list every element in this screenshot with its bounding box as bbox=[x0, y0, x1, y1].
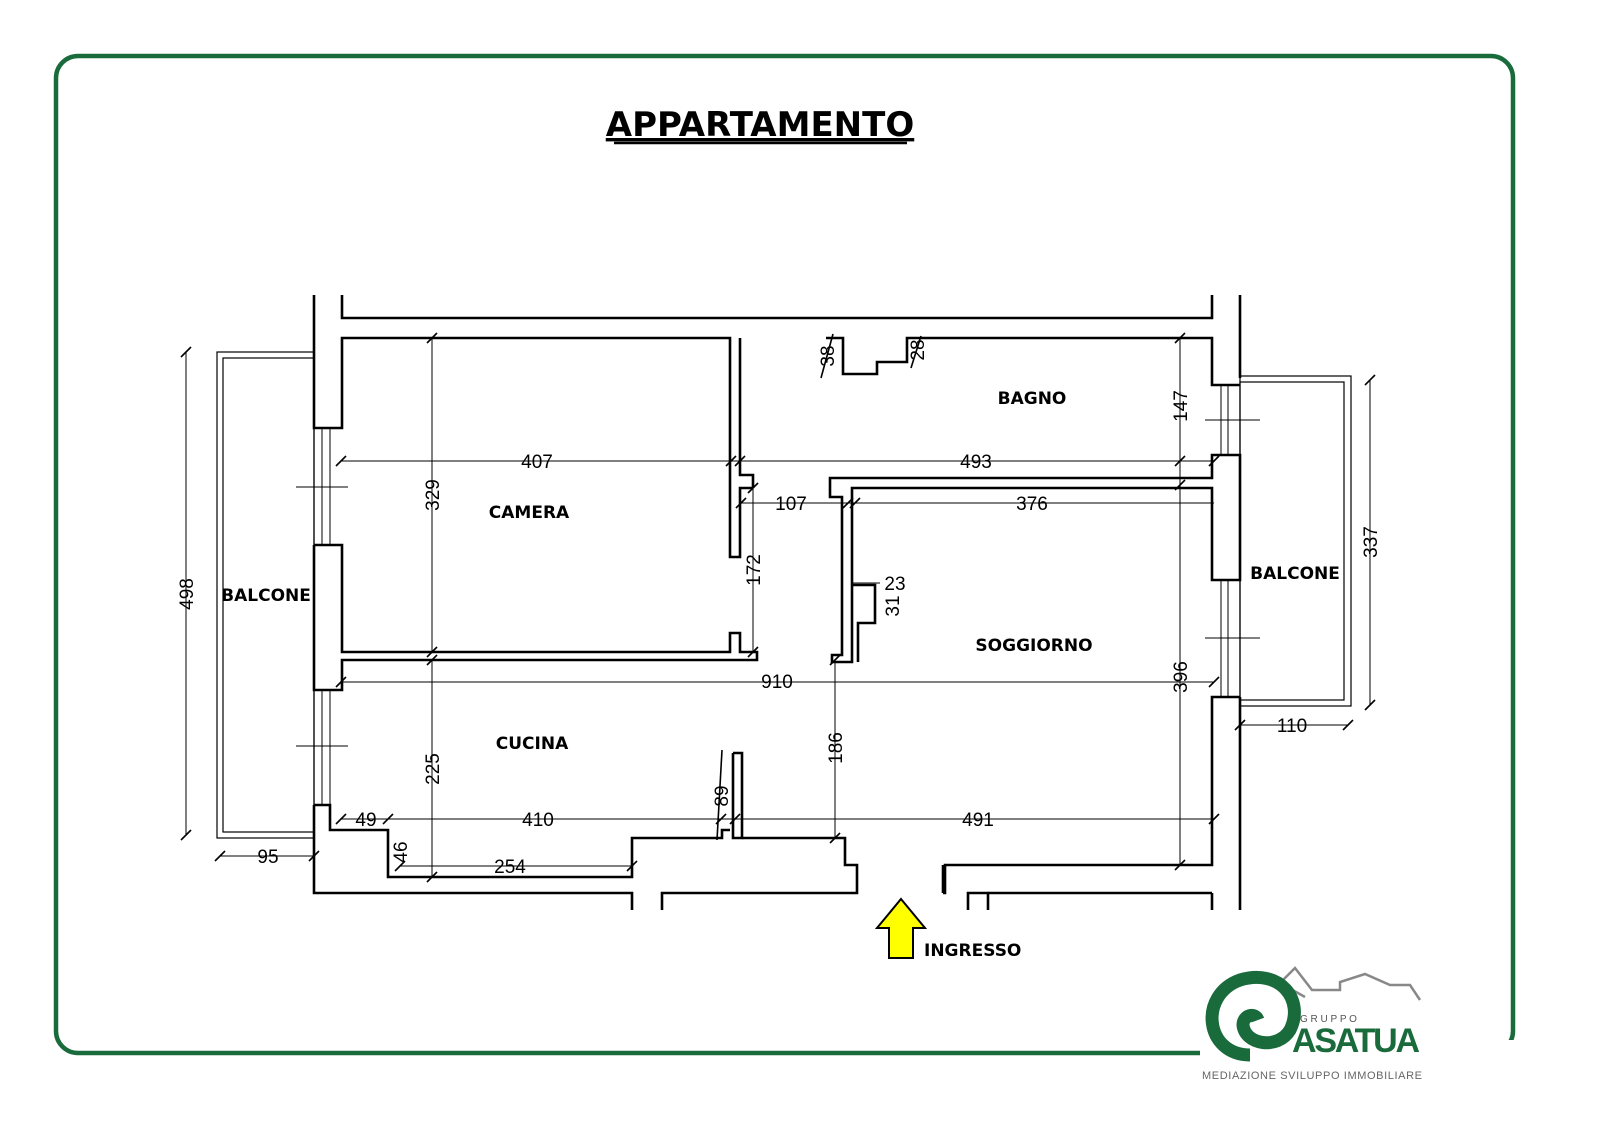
walls bbox=[216, 295, 1352, 910]
logo-gruppo: G R U P P O bbox=[1300, 1014, 1357, 1025]
dim-49: 49 bbox=[355, 810, 376, 831]
dim-186: 186 bbox=[826, 732, 847, 764]
logo-name: ASATUA bbox=[1292, 1022, 1420, 1060]
logo: G R U P P O ASATUA MEDIAZIONE SVILUPPO I… bbox=[1200, 966, 1520, 1082]
dim-31: 31 bbox=[883, 595, 904, 616]
dim-337: 337 bbox=[1361, 526, 1382, 558]
dim-89: 89 bbox=[712, 785, 733, 806]
room-balcone-left: BALCONE bbox=[221, 586, 311, 606]
dim-396: 396 bbox=[1171, 661, 1192, 693]
logo-tagline: MEDIAZIONE SVILUPPO IMMOBILIARE bbox=[1202, 1070, 1422, 1082]
dim-498: 498 bbox=[177, 578, 198, 610]
room-camera: CAMERA bbox=[489, 503, 570, 523]
dim-225: 225 bbox=[423, 753, 444, 785]
entrance-label: INGRESSO bbox=[924, 941, 1021, 961]
dim-23: 23 bbox=[884, 574, 905, 595]
room-bagno: BAGNO bbox=[998, 389, 1067, 409]
dim-46: 46 bbox=[391, 841, 412, 862]
dim-147: 147 bbox=[1171, 390, 1192, 422]
page-frame bbox=[53, 53, 1516, 1056]
dimension-labels: 407 493 107 376 23 910 49 410 491 254 95… bbox=[177, 339, 1382, 878]
dim-254: 254 bbox=[494, 857, 526, 878]
dim-110: 110 bbox=[1277, 716, 1307, 737]
room-balcone-right: BALCONE bbox=[1250, 564, 1340, 584]
entrance-arrow-icon bbox=[874, 897, 928, 959]
dim-107: 107 bbox=[775, 494, 807, 515]
dim-376: 376 bbox=[1016, 494, 1048, 515]
dim-493: 493 bbox=[960, 452, 992, 473]
room-cucina: CUCINA bbox=[496, 734, 569, 754]
dim-410: 410 bbox=[522, 810, 554, 831]
dim-910: 910 bbox=[761, 672, 793, 693]
dim-329: 329 bbox=[423, 479, 444, 511]
dim-95: 95 bbox=[257, 847, 278, 868]
dim-28: 28 bbox=[908, 339, 929, 360]
dim-38: 38 bbox=[818, 345, 839, 366]
room-labels: CAMERA BAGNO SOGGIORNO CUCINA BALCONE BA… bbox=[221, 389, 1340, 754]
room-soggiorno: SOGGIORNO bbox=[975, 636, 1092, 656]
dim-407: 407 bbox=[521, 452, 553, 473]
plan-title: APPARTAMENTO bbox=[606, 105, 914, 145]
dimension-lines bbox=[180, 332, 1376, 883]
dim-491: 491 bbox=[962, 810, 994, 831]
dim-172: 172 bbox=[744, 554, 765, 586]
